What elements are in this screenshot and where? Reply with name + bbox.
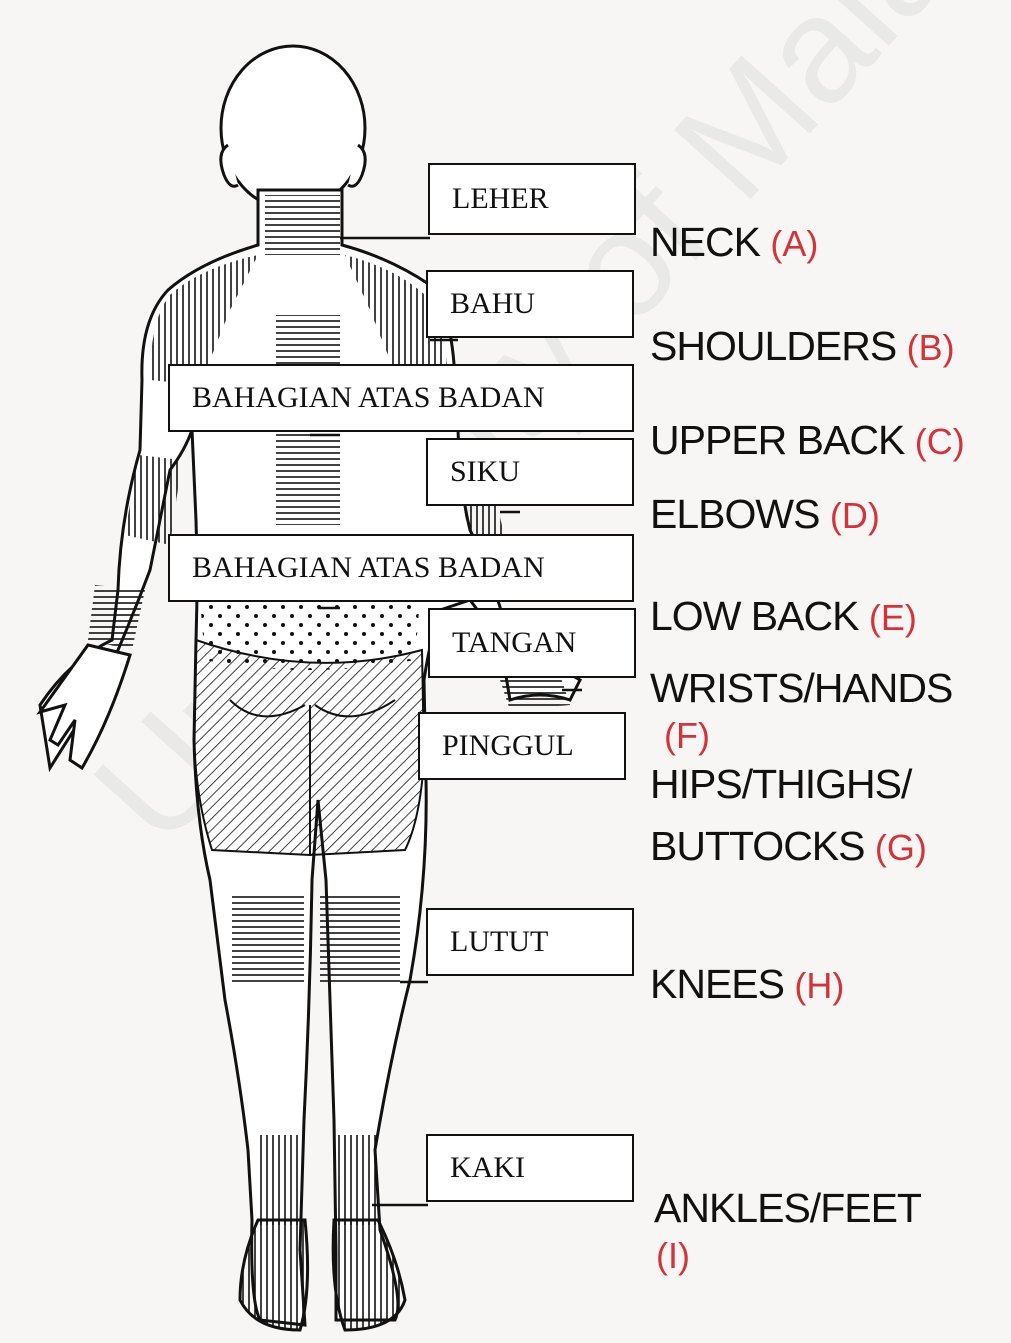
tangan-box: TANGAN [428, 608, 636, 678]
leher-box: LEHER [428, 163, 636, 235]
shoulders-label: SHOULDERS (B) [650, 326, 955, 367]
pinggul-box: PINGGUL [418, 712, 626, 780]
shoulders-code: (B) [907, 327, 955, 368]
neck-shading [265, 195, 340, 255]
knees-code: (H) [794, 965, 844, 1006]
wrist-shading-right [500, 675, 570, 710]
upper-back-malay-label: BAHAGIAN ATAS BADAN [192, 381, 545, 415]
wrist-shading-left [88, 585, 145, 650]
hips-label-line2: BUTTOCKS (G) [650, 826, 927, 867]
knees-label: KNEES (H) [650, 964, 844, 1005]
upper-back-code: (C) [915, 421, 965, 462]
lutut-box: LUTUT [426, 908, 634, 976]
bahagian-atas-badan-box-2: BAHAGIAN ATAS BADAN [168, 534, 634, 602]
ankles-feet-label: ANKLES/FEET [654, 1188, 921, 1229]
bahu-label: BAHU [450, 287, 535, 321]
knees-shading-right [320, 895, 400, 985]
low-back-malay-label: BAHAGIAN ATAS BADAN [192, 551, 545, 585]
bahagian-atas-badan-box-1: BAHAGIAN ATAS BADAN [168, 364, 634, 432]
ankles-shading-right [334, 1135, 380, 1225]
neck-label: NECK (A) [650, 222, 818, 263]
leher-label: LEHER [452, 182, 549, 216]
left-foot [240, 1220, 308, 1330]
kaki-label: KAKI [450, 1151, 525, 1185]
ankles-feet-code: (I) [656, 1235, 690, 1276]
knees-shading-left [232, 895, 304, 985]
low-back-code: (E) [869, 597, 917, 638]
bahu-box: BAHU [426, 270, 634, 338]
kaki-box: KAKI [426, 1134, 634, 1202]
tangan-label: TANGAN [452, 626, 576, 660]
ankles-shading-left [256, 1135, 302, 1225]
ankles-feet-code-line: (I) [656, 1234, 690, 1275]
right-foot [333, 1220, 405, 1330]
wrists-hands-code-line: (F) [664, 714, 710, 755]
elbows-code: (D) [830, 495, 880, 536]
siku-label: SIKU [450, 455, 520, 489]
elbows-label: ELBOWS (D) [650, 494, 880, 535]
upper-back-label: UPPER BACK (C) [650, 420, 965, 461]
hips-label-line1: HIPS/THIGHS/ [650, 764, 911, 805]
siku-box: SIKU [426, 438, 634, 506]
low-back-label: LOW BACK (E) [650, 596, 917, 637]
neck-code: (A) [770, 223, 818, 264]
wrists-hands-label: WRISTS/HANDS [650, 668, 952, 709]
wrists-hands-code: (F) [664, 715, 710, 756]
lutut-label: LUTUT [450, 925, 548, 959]
pinggul-label: PINGGUL [442, 729, 574, 763]
head [221, 46, 365, 210]
hips-code: (G) [875, 827, 927, 868]
